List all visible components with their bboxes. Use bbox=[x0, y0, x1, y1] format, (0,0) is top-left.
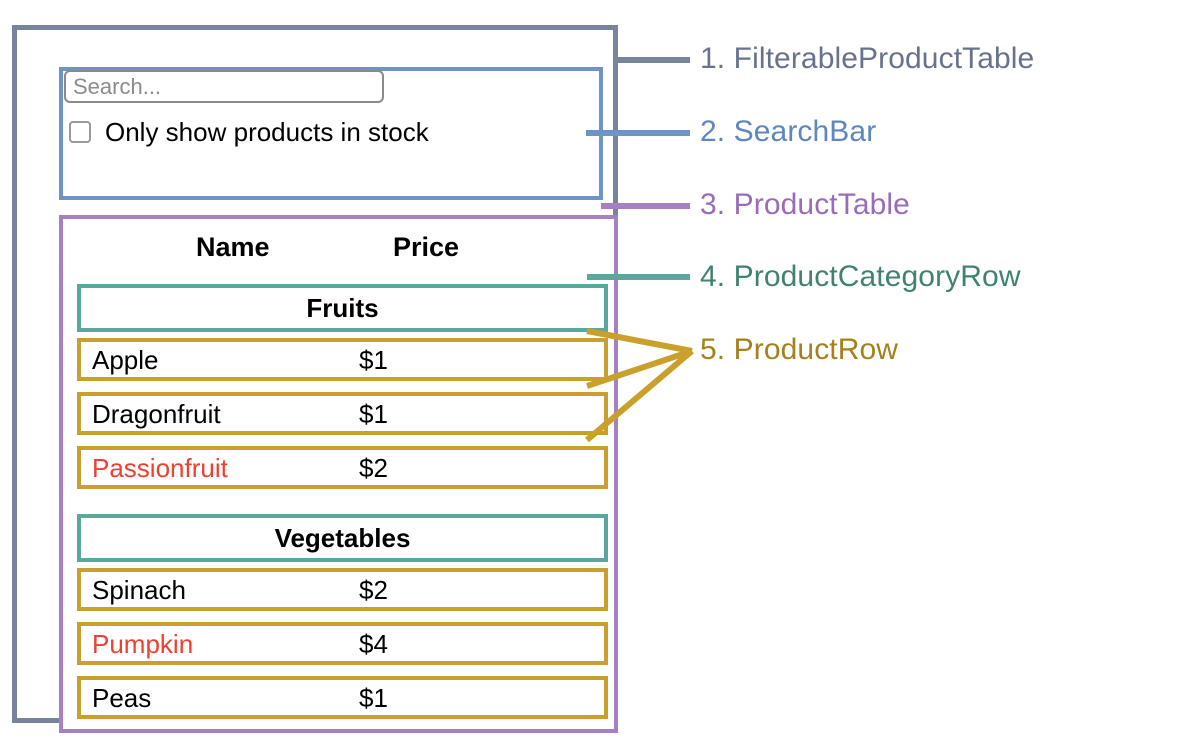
legend-item-product-table: 3. ProductTable bbox=[700, 188, 910, 221]
product-price: $2 bbox=[359, 452, 388, 483]
product-name: Passionfruit bbox=[92, 452, 228, 483]
product-row: Pumpkin $4 bbox=[77, 622, 608, 665]
product-price: $1 bbox=[359, 398, 388, 429]
product-price: $4 bbox=[359, 628, 388, 659]
product-category-row: Vegetables bbox=[77, 514, 608, 562]
product-table-frame: Name Price Fruits Apple $1 Dragonfruit $… bbox=[59, 215, 618, 733]
product-category-label: Vegetables bbox=[274, 523, 411, 553]
legend-item-product-category-row: 4. ProductCategoryRow bbox=[700, 260, 1021, 293]
product-name: Pumpkin bbox=[92, 628, 194, 659]
in-stock-checkbox[interactable] bbox=[69, 121, 91, 143]
product-row: Spinach $2 bbox=[77, 568, 608, 611]
filterable-product-table-frame: Search... Only show products in stock Na… bbox=[12, 25, 618, 733]
group-spacer bbox=[77, 500, 608, 514]
product-row: Dragonfruit $1 bbox=[77, 392, 608, 435]
product-category-label: Fruits bbox=[306, 293, 379, 323]
product-name: Peas bbox=[92, 682, 152, 713]
product-name: Spinach bbox=[92, 574, 186, 605]
product-name: Apple bbox=[92, 344, 159, 375]
product-price: $1 bbox=[359, 344, 388, 375]
legend-item-product-row: 5. ProductRow bbox=[700, 333, 899, 366]
in-stock-filter-row[interactable]: Only show products in stock bbox=[69, 117, 429, 147]
product-row: Peas $1 bbox=[77, 676, 608, 719]
product-table-header: Name Price bbox=[63, 234, 614, 268]
product-name: Dragonfruit bbox=[92, 398, 221, 429]
product-category-row: Fruits bbox=[77, 284, 608, 332]
in-stock-checkbox-label: Only show products in stock bbox=[105, 117, 429, 147]
column-header-name: Name bbox=[196, 232, 270, 262]
product-row: Apple $1 bbox=[77, 338, 608, 381]
column-header-price: Price bbox=[393, 232, 460, 262]
product-row: Passionfruit $2 bbox=[77, 446, 608, 489]
search-input[interactable]: Search... bbox=[64, 70, 384, 103]
legend-item-filterable-product-table: 1. FilterableProductTable bbox=[700, 42, 1035, 75]
product-price: $1 bbox=[359, 682, 388, 713]
product-price: $2 bbox=[359, 574, 388, 605]
legend-item-search-bar: 2. SearchBar bbox=[700, 115, 877, 148]
product-table-body: Fruits Apple $1 Dragonfruit $1 Passionfr… bbox=[77, 284, 608, 730]
